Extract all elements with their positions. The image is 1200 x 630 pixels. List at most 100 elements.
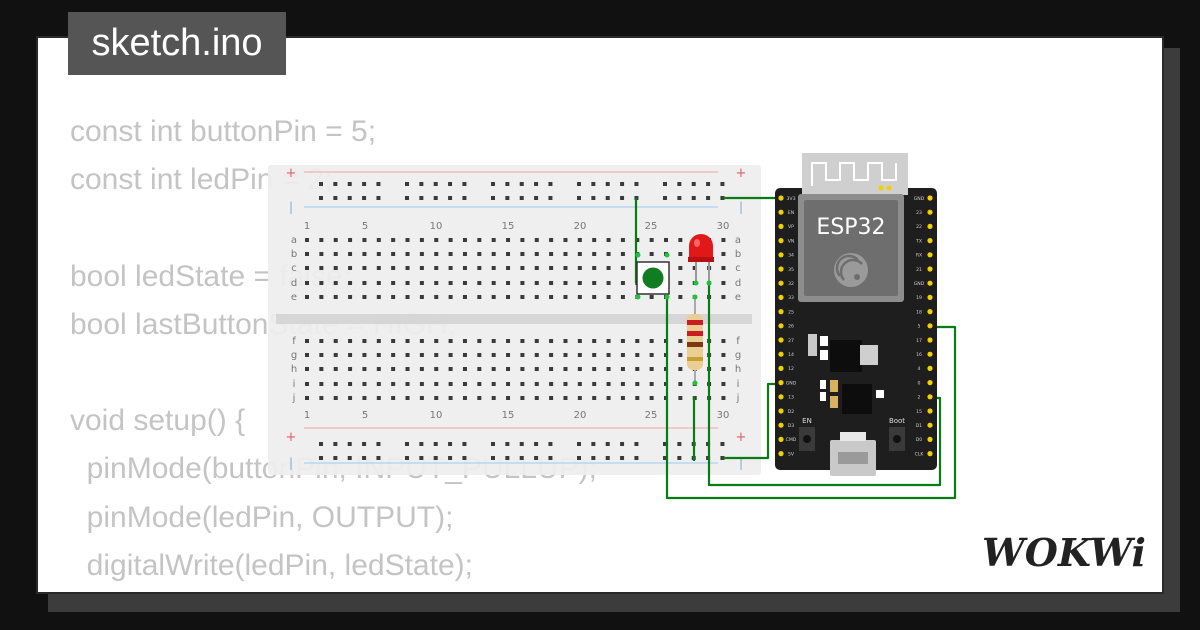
breadboard-hole: [362, 295, 367, 299]
breadboard-hole: [635, 396, 640, 400]
red-led[interactable]: [688, 234, 714, 286]
esp32-pin[interactable]: [778, 223, 784, 229]
esp32-pin-label: GND: [914, 281, 925, 287]
breadboard-hole: [405, 382, 410, 386]
esp32-pin[interactable]: [927, 365, 933, 371]
esp32-pin[interactable]: [778, 365, 784, 371]
breadboard-hole: [592, 295, 597, 299]
row-letter: g: [291, 350, 297, 361]
esp32-pin[interactable]: [778, 436, 784, 442]
breadboard-center-gap: [276, 314, 752, 324]
esp32-board[interactable]: ESP32 EN Boot: [775, 153, 937, 476]
column-number: 25: [645, 221, 658, 232]
breadboard-hole: [433, 182, 438, 186]
esp32-pin[interactable]: [778, 351, 784, 357]
breadboard-hole: [348, 238, 353, 242]
esp32-pin[interactable]: [778, 266, 784, 272]
esp32-pin[interactable]: [927, 195, 933, 201]
esp32-pin[interactable]: [778, 294, 784, 300]
breadboard-hole: [534, 367, 539, 371]
breadboard-hole: [347, 442, 352, 446]
breadboard-hole: [721, 353, 726, 357]
breadboard-hole: [419, 252, 424, 256]
breadboard-hole: [333, 196, 338, 200]
led-dome[interactable]: [689, 234, 713, 258]
esp32-pin[interactable]: [927, 380, 933, 386]
breadboard-hole: [605, 442, 610, 446]
esp32-pin[interactable]: [927, 394, 933, 400]
breadboard-hole: [649, 367, 654, 371]
breadboard-hole: [620, 252, 625, 256]
esp32-pin[interactable]: [927, 280, 933, 286]
breadboard-hole: [606, 281, 611, 285]
breadboard-hole: [663, 182, 667, 186]
esp32-pin[interactable]: [778, 309, 784, 315]
filename-tab[interactable]: sketch.ino: [68, 12, 286, 75]
esp32-pin-label: CMD: [786, 437, 797, 443]
breadboard-hole: [434, 367, 439, 371]
column-number: 1: [304, 410, 310, 421]
esp32-pin[interactable]: [778, 380, 784, 386]
push-button[interactable]: [635, 252, 670, 300]
esp32-pin[interactable]: [927, 294, 933, 300]
esp32-pin-label: 33: [788, 295, 794, 301]
esp32-pin[interactable]: [778, 323, 784, 329]
esp32-pin-label: D1: [916, 423, 923, 429]
row-letter: h: [735, 364, 741, 375]
breadboard-hole: [491, 281, 496, 285]
column-number: 5: [362, 410, 368, 421]
esp32-pin[interactable]: [927, 422, 933, 428]
esp32-pin-label: 19: [916, 295, 922, 301]
esp32-pin[interactable]: [927, 408, 933, 414]
breadboard-hole: [649, 353, 654, 357]
breadboard-hole: [606, 295, 611, 299]
esp32-pin[interactable]: [778, 238, 784, 244]
row-letter: g: [735, 350, 741, 361]
esp32-pin[interactable]: [778, 422, 784, 428]
esp32-pin[interactable]: [927, 351, 933, 357]
breadboard-hole: [649, 295, 654, 299]
row-letter: d: [735, 278, 741, 289]
esp32-pin-label: 17: [916, 338, 922, 344]
esp32-pin[interactable]: [778, 394, 784, 400]
breadboard-hole: [319, 266, 324, 270]
esp32-pin[interactable]: [927, 238, 933, 244]
breadboard-hole: [362, 182, 367, 186]
breadboard-hole: [348, 367, 353, 371]
push-button-cap[interactable]: [642, 267, 664, 289]
esp32-pin[interactable]: [778, 280, 784, 286]
esp32-pin[interactable]: [778, 451, 784, 457]
esp32-pin[interactable]: [927, 266, 933, 272]
resistor[interactable]: [687, 294, 703, 386]
breadboard-hole: [620, 266, 625, 270]
breadboard-hole: [462, 367, 467, 371]
breadboard-hole: [577, 382, 582, 386]
breadboard-hole: [491, 295, 496, 299]
esp32-pin[interactable]: [927, 323, 933, 329]
esp32-pin[interactable]: [778, 337, 784, 343]
esp32-pin[interactable]: [927, 223, 933, 229]
breadboard-hole: [605, 456, 610, 460]
breadboard-hole: [405, 367, 410, 371]
esp32-module-inner: [804, 200, 898, 296]
esp32-pin[interactable]: [927, 209, 933, 215]
esp32-pin[interactable]: [927, 451, 933, 457]
esp32-pin[interactable]: [778, 408, 784, 414]
rail-minus-sign: |: [289, 200, 293, 214]
esp32-pin[interactable]: [927, 436, 933, 442]
column-number: 10: [430, 221, 443, 232]
breadboard-hole: [592, 382, 597, 386]
breadboard-hole: [362, 367, 367, 371]
esp32-pin-label: 25: [788, 309, 794, 315]
breadboard-hole: [606, 367, 611, 371]
esp32-pin-label: TX: [915, 238, 922, 244]
breadboard-hole: [577, 396, 582, 400]
esp32-pin[interactable]: [927, 252, 933, 258]
esp32-pin[interactable]: [927, 337, 933, 343]
esp32-pin[interactable]: [778, 195, 784, 201]
esp32-pin[interactable]: [778, 209, 784, 215]
breadboard-hole: [462, 281, 467, 285]
esp32-pin[interactable]: [778, 252, 784, 258]
esp32-pin-label: 22: [916, 224, 922, 230]
esp32-pin[interactable]: [927, 309, 933, 315]
